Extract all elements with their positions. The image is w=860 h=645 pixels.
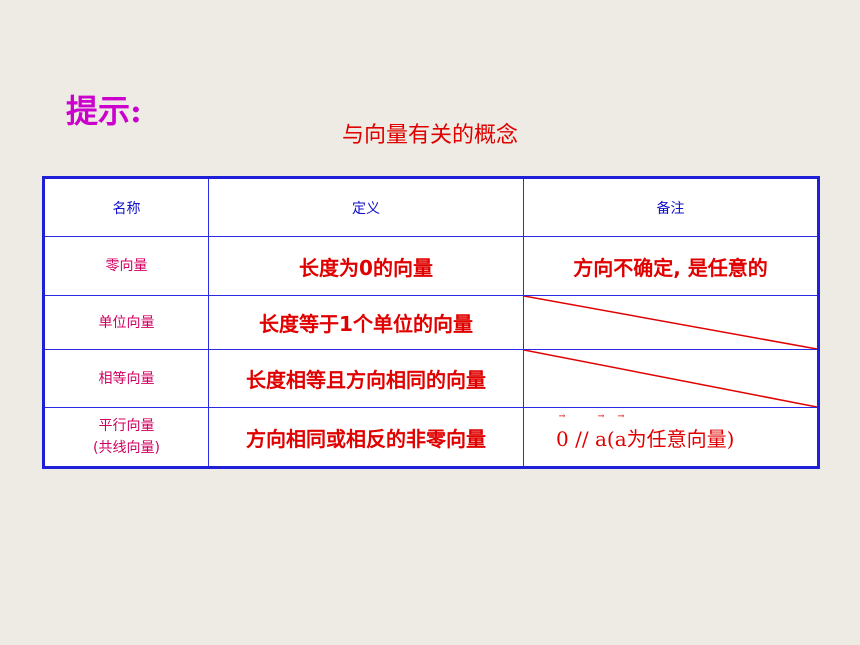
table-header-row: 名称 定义 备注 xyxy=(43,177,819,237)
row-definition: 方向相同或相反的非零向量 xyxy=(208,407,524,468)
table-row: 相等向量 长度相等且方向相同的向量 xyxy=(43,349,819,408)
row-definition: 长度为0的向量 xyxy=(208,236,524,296)
row-note: 方向不确定, 是任意的 xyxy=(523,236,819,296)
vector-a: a xyxy=(595,427,607,451)
concept-table-grid: 名称 定义 备注 零向量 长度为0的向量 方向不确定, 是任意的 单位向量 长度… xyxy=(42,176,820,469)
concept-table: 名称 定义 备注 零向量 长度为0的向量 方向不确定, 是任意的 单位向量 长度… xyxy=(42,176,820,469)
row-note-empty xyxy=(523,349,819,408)
row-definition: 长度相等且方向相同的向量 xyxy=(208,349,524,408)
row-definition: 长度等于1个单位的向量 xyxy=(208,295,524,350)
row-name: 零向量 xyxy=(43,236,209,296)
note-tail: 为任意向量) xyxy=(626,426,735,451)
hint-label: 提示: xyxy=(66,92,142,130)
diagonal-slash xyxy=(524,296,817,349)
row-note-empty xyxy=(523,295,819,350)
table-row: 单位向量 长度等于1个单位的向量 xyxy=(43,295,819,350)
header-definition: 定义 xyxy=(208,177,524,237)
row-note: 0 // a(a为任意向量) xyxy=(523,407,819,468)
row-name: 单位向量 xyxy=(43,295,209,350)
row-name: 相等向量 xyxy=(43,349,209,408)
parallel-symbol: // xyxy=(568,426,595,451)
row-name-line1: 平行向量 xyxy=(98,418,155,434)
zero-vector: 0 xyxy=(556,427,569,451)
table-row: 零向量 长度为0的向量 方向不确定, 是任意的 xyxy=(43,236,819,296)
vector-a-2: a xyxy=(615,427,627,451)
page-title: 与向量有关的概念 xyxy=(0,117,860,149)
header-note: 备注 xyxy=(523,177,819,237)
row-name-line2: (共线向量) xyxy=(93,440,160,456)
row-name: 平行向量 (共线向量) xyxy=(43,407,209,468)
open-paren: ( xyxy=(606,426,615,451)
page-title-text: 与向量有关的概念 xyxy=(341,123,518,148)
diagonal-slash xyxy=(524,350,817,407)
table-row: 平行向量 (共线向量) 方向相同或相反的非零向量 0 // a(a为任意向量) xyxy=(43,407,819,468)
header-name: 名称 xyxy=(43,177,209,237)
